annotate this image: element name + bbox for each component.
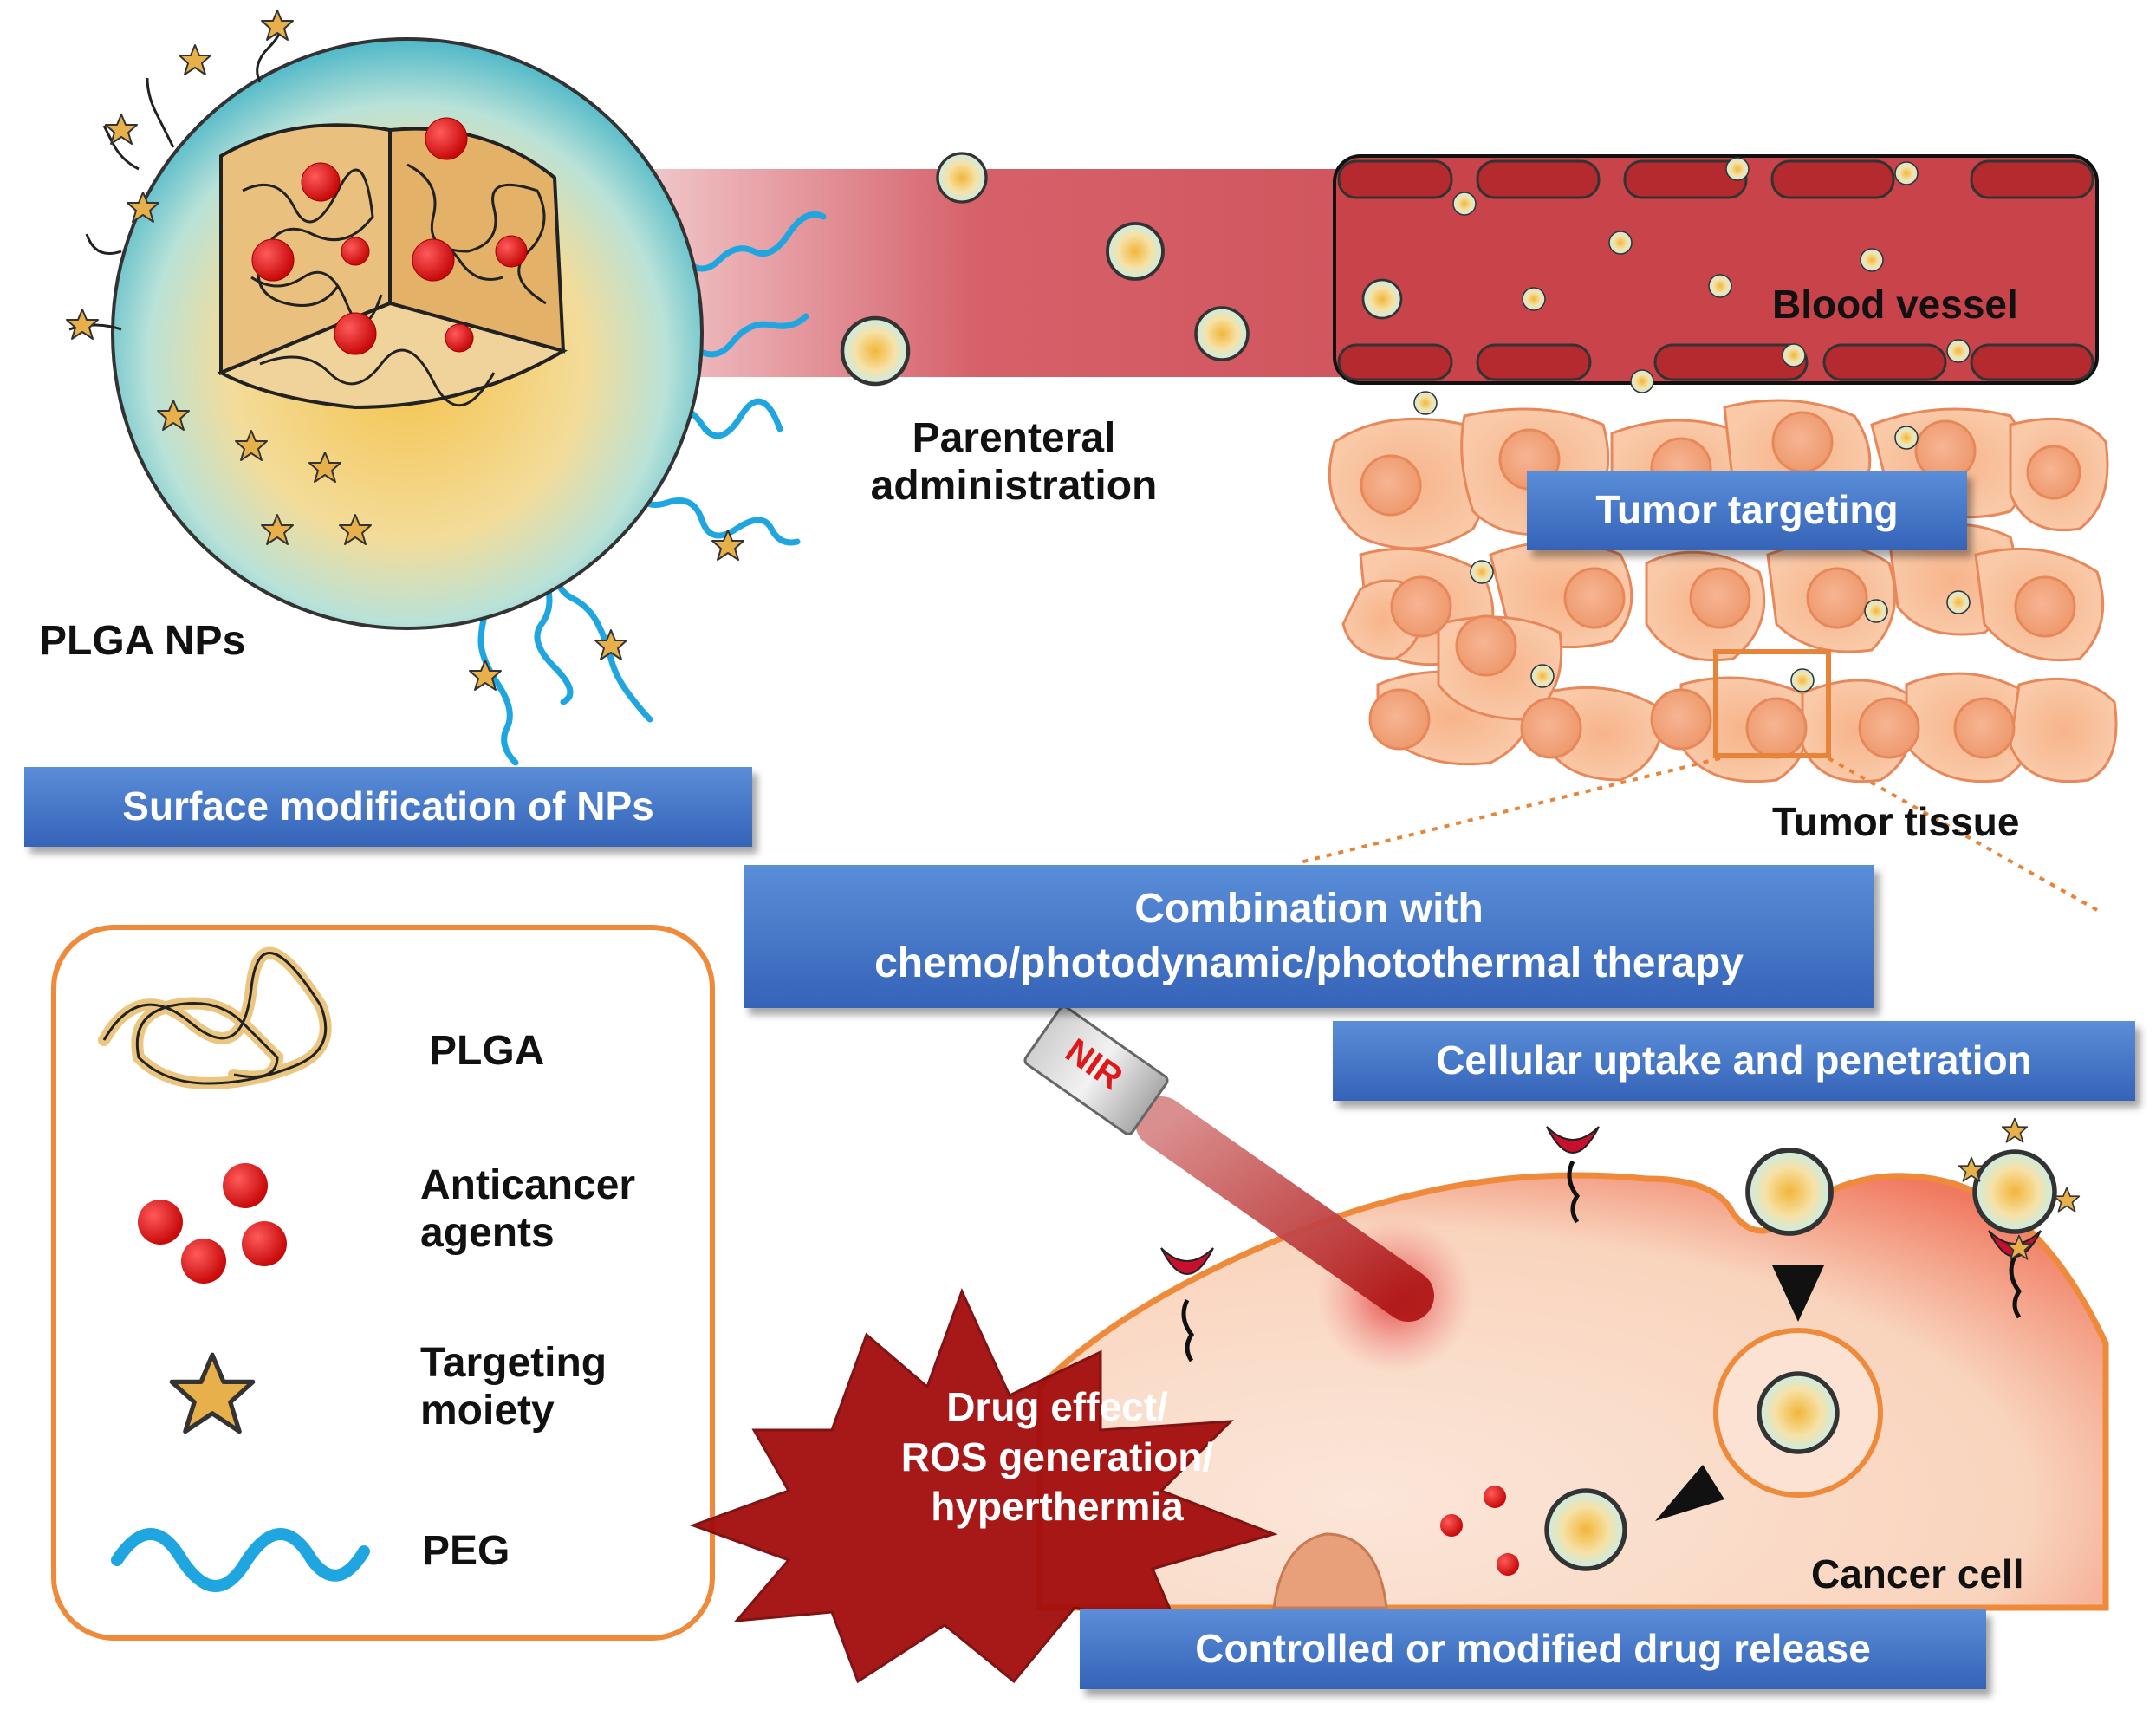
combination-therapy-box: Combination with chemo/photodynamic/phot… [744,865,1874,1008]
legend-anticancer-line2: agents [420,1210,555,1257]
plga-nps-label: PLGA NPs [39,618,246,664]
legend-targeting-line2: moiety [420,1388,555,1434]
surface-modification-box: Surface modification of NPs [24,767,752,847]
controlled-release-box: Controlled or modified drug release [1080,1609,1986,1689]
blood-vessel-label: Blood vessel [1772,282,2018,327]
burst-line1: Drug effect/ [946,1384,1168,1429]
burst-line2: ROS generation/ [900,1434,1214,1479]
legend-targeting-label: Targeting moiety [420,1339,607,1434]
parenteral-line1: Parenteral [912,415,1116,461]
peg-legend-icon [111,1528,370,1592]
legend-box [51,925,715,1641]
combination-line1: Combination with [1134,886,1484,933]
parenteral-label: Parenteral administration [832,414,1196,510]
tumor-tissue-label: Tumor tissue [1772,799,2020,844]
combination-line2: chemo/photodynamic/photothermal therapy [874,940,1744,986]
effect-burst [689,1288,1278,1684]
cancer-cell [1036,1117,2109,1611]
burst-line3: hyperthermia [931,1484,1184,1529]
legend-anticancer-label: Anticancer agents [420,1161,635,1257]
cancer-cell-label: Cancer cell [1811,1551,2024,1596]
legend-plga-label: PLGA [429,1028,545,1074]
nir-laser [1023,1005,1473,1374]
drug-effect-text: Drug effect/ ROS generation/ hyperthermi… [832,1382,1283,1532]
legend-anticancer-line1: Anticancer [420,1162,636,1208]
tumor-targeting-box: Tumor targeting [1527,471,1967,550]
anticancer-legend-icon [138,1163,287,1284]
legend-peg-label: PEG [422,1528,510,1574]
parenteral-line2: administration [870,463,1158,510]
legend-targeting-line1: Targeting [420,1340,607,1386]
plga-nanoparticle [66,10,827,766]
cellular-uptake-box: Cellular uptake and penetration [1333,1021,2135,1101]
